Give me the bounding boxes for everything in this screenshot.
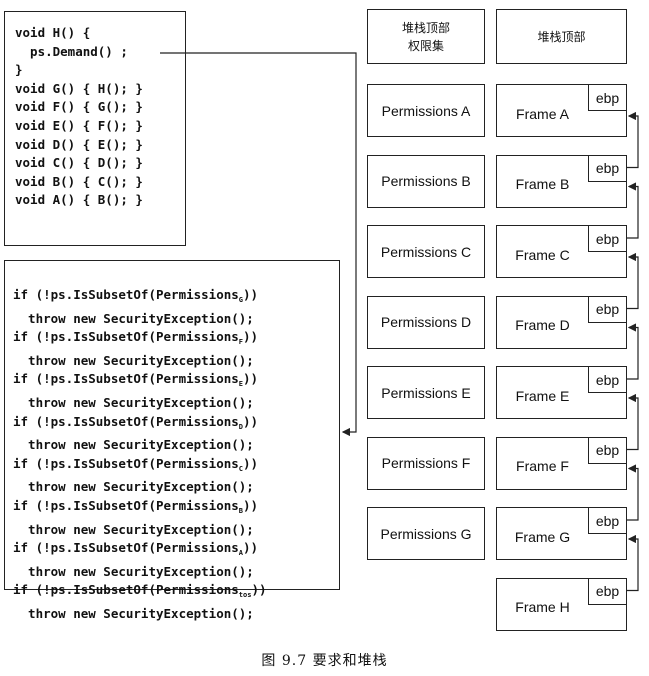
subset-check-line: if (!ps.IsSubsetOf(PermissionsG)) <box>13 287 259 304</box>
code-line: void D() { E(); } <box>15 136 143 152</box>
ebp-slot: ebp <box>588 155 626 182</box>
stack-frame-box: Frame C ebp <box>496 225 627 278</box>
subset-check-line: if (!ps.IsSubsetOf(PermissionsE)) <box>13 371 259 389</box>
frame-label: Frame A <box>516 105 569 122</box>
frames-column-header: 堆栈顶部 <box>496 9 627 64</box>
code-line: } <box>15 62 23 78</box>
ebp-chain-arrow <box>626 182 639 239</box>
throw-line: throw new SecurityException(); <box>13 394 254 410</box>
subset-check-line: if (!ps.IsSubsetOf(Permissionstos)) <box>13 582 267 600</box>
ebp-slot: ebp <box>588 437 626 464</box>
permissions-box: Permissions C <box>367 225 485 278</box>
permissions-subscript: A <box>238 549 243 558</box>
frame-label: Frame E <box>515 387 570 404</box>
stack-frame-box: Frame E ebp <box>496 366 627 419</box>
permissions-label: Permissions G <box>380 525 472 542</box>
throw-line: throw new SecurityException(); <box>13 437 254 453</box>
throw-line: throw new SecurityException(); <box>13 563 254 579</box>
frame-label: Frame C <box>515 246 570 263</box>
throw-line: throw new SecurityException(); <box>13 605 254 621</box>
permissions-label: Permissions D <box>380 314 472 330</box>
ebp-chain-arrow <box>626 534 639 592</box>
frame-label: Frame H <box>515 599 570 615</box>
permissions-subscript: G <box>238 296 243 304</box>
permissions-subscript: B <box>238 506 243 515</box>
callchain-code-box: void H() { ps.Demand() ;} void G() { H();… <box>4 11 186 246</box>
code-line: void H() { <box>15 25 91 40</box>
code-line: ps.Demand() ; <box>15 43 128 59</box>
permissions-subscript: E <box>238 380 243 389</box>
permissions-box: Permissions E <box>367 366 485 419</box>
permissions-header-text: 堆栈顶部 权限集 <box>401 20 450 53</box>
ebp-slot: ebp <box>588 85 626 111</box>
subset-check-line: if (!ps.IsSubsetOf(PermissionsD)) <box>13 413 259 431</box>
subset-check-line: if (!ps.IsSubsetOf(PermissionsA)) <box>13 540 259 558</box>
stack-frame-box: Frame D ebp <box>496 295 627 349</box>
permissions-box: Permissions G <box>367 507 485 560</box>
ebp-chain-arrow <box>626 393 639 451</box>
throw-line: throw new SecurityException(); <box>13 352 254 368</box>
permissions-label: Permissions F <box>381 455 471 471</box>
code-line: void C() { D(); } <box>15 155 143 171</box>
frames-header-text: 堆栈顶部 <box>537 29 586 44</box>
permissions-label: Permissions C <box>380 243 472 260</box>
ebp-chain-arrow <box>626 111 639 169</box>
ebp-chain-arrow <box>626 323 639 380</box>
permissions-box: Permissions A <box>367 84 485 137</box>
subset-check-line: if (!ps.IsSubsetOf(PermissionsF)) <box>13 329 259 347</box>
stack-frame-box: Frame A ebp <box>496 84 627 137</box>
ebp-slot: ebp <box>588 296 626 323</box>
ebp-chain-arrow <box>626 252 639 310</box>
permissions-subscript: tos <box>238 591 252 600</box>
throw-line: throw new SecurityException(); <box>13 479 254 495</box>
ebp-slot: ebp <box>588 226 626 252</box>
permissions-column-header: 堆栈顶部 权限集 <box>367 9 485 64</box>
code-line: void F() { G(); } <box>15 99 143 115</box>
frame-label: Frame F <box>516 458 569 474</box>
permissions-subscript: F <box>238 338 243 347</box>
permissions-box: Permissions F <box>367 436 485 490</box>
ebp-slot: ebp <box>588 508 626 534</box>
frame-label: Frame D <box>515 317 570 333</box>
ebp-slot: ebp <box>588 578 626 605</box>
subset-check-line: if (!ps.IsSubsetOf(PermissionsB)) <box>13 497 259 515</box>
permissions-subscript: D <box>238 422 243 431</box>
permissions-label: Permissions B <box>381 173 471 189</box>
stack-frame-box: Frame F ebp <box>496 436 627 490</box>
code-line: void G() { H(); } <box>15 80 143 96</box>
stack-frame-box: Frame G ebp <box>496 507 627 560</box>
stack-frame-box: Frame B ebp <box>496 154 627 208</box>
frame-label: Frame G <box>514 528 571 545</box>
code-line: void A() { B(); } <box>15 192 143 208</box>
security-check-code-box: if (!ps.IsSubsetOf(PermissionsG)) throw … <box>4 260 340 621</box>
throw-line: throw new SecurityException(); <box>13 310 254 326</box>
frame-label: Frame B <box>515 176 570 192</box>
permissions-subscript: C <box>238 464 243 473</box>
stack-frame-box: Frame H ebp <box>496 577 627 631</box>
throw-line: throw new SecurityException(); <box>13 521 254 537</box>
permissions-box: Permissions B <box>367 154 485 208</box>
permissions-label: Permissions A <box>381 102 471 119</box>
code-line: void B() { C(); } <box>15 173 143 189</box>
figure-caption: 图 9.7 要求和堆栈 <box>261 653 388 669</box>
security-check-code: if (!ps.IsSubsetOf(PermissionsG)) throw … <box>13 286 267 624</box>
ebp-slot: ebp <box>588 367 626 393</box>
ebp-chain-arrow <box>626 464 639 521</box>
permissions-label: Permissions E <box>381 384 471 401</box>
callchain-code: void H() { ps.Demand() ;} void G() { H();… <box>15 24 143 210</box>
permissions-box: Permissions D <box>367 295 485 349</box>
code-line: void E() { F(); } <box>15 117 143 133</box>
demand-to-check-arrow <box>160 52 357 437</box>
subset-check-line: if (!ps.IsSubsetOf(PermissionsC)) <box>13 455 259 473</box>
